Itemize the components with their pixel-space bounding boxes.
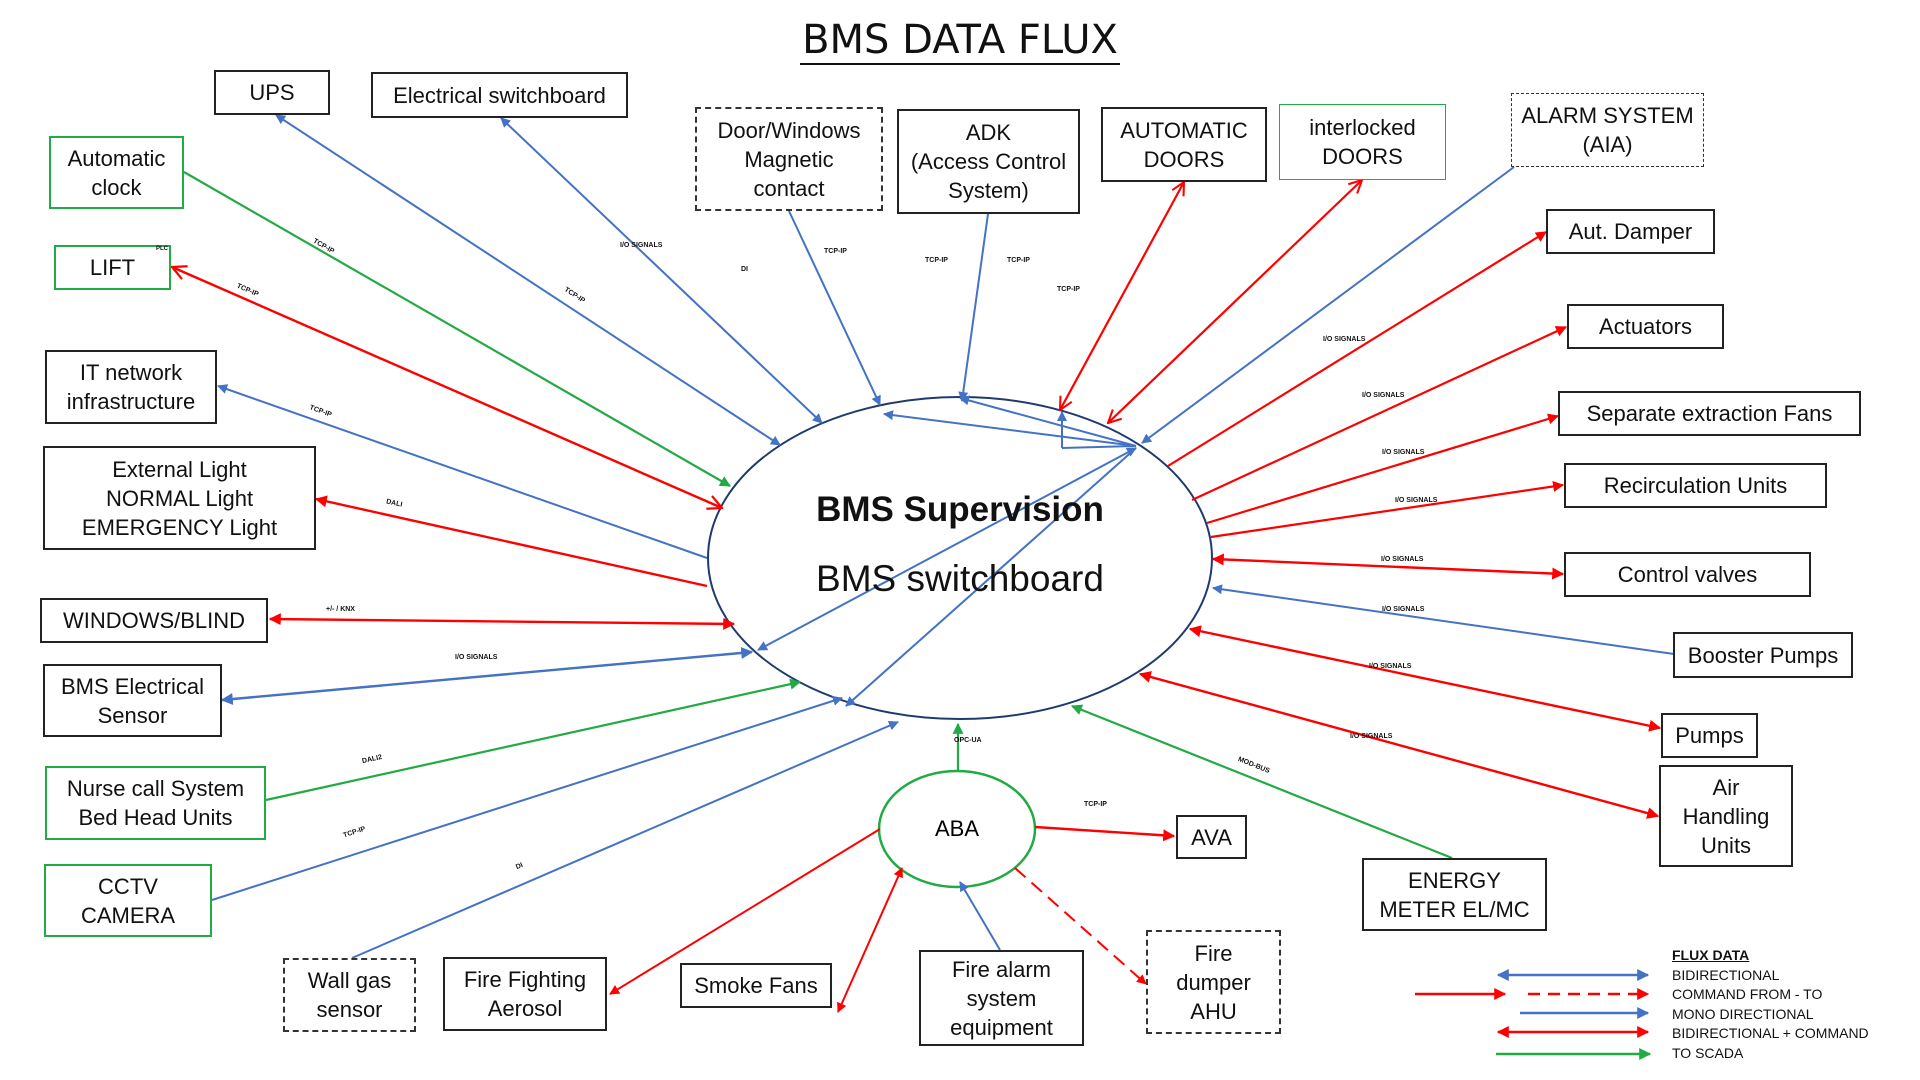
label-adk: TCP-IP (824, 248, 847, 255)
node-it-network: IT network infrastructure (45, 350, 217, 424)
link-automatic-clock (183, 171, 731, 487)
legend: FLUX DATA BIDIRECTIONAL COMMAND FROM - T… (1672, 946, 1869, 1063)
link-inner-1 (883, 410, 1137, 447)
node-recirculation-units: Recirculation Units (1564, 463, 1827, 508)
link-control-valves (1211, 553, 1565, 580)
label-control-valves: I/O SIGNALS (1381, 556, 1424, 563)
legend-item: COMMAND FROM - TO (1672, 986, 1823, 1002)
link-wall-gas (351, 720, 899, 959)
link-door-windows (788, 210, 881, 406)
label-alarm-system: TCP-IP (1057, 286, 1080, 293)
link-adk (958, 213, 989, 402)
node-wall-gas-sensor: Wall gas sensor (283, 958, 416, 1032)
node-fire-alarm: Fire alarm system equipment (919, 950, 1084, 1046)
node-fire-dumper-ahu: Fire dumper AHU (1146, 930, 1281, 1034)
legend-item: BIDIRECTIONAL + COMMAND (1672, 1025, 1869, 1041)
legend-heading: FLUX DATA (1672, 947, 1750, 963)
link-extraction-fans (1206, 413, 1560, 525)
link-windows-blind (268, 613, 736, 630)
node-ava: AVA (1176, 815, 1247, 859)
lift-plc-tag: PLC (156, 246, 168, 252)
node-automatic-doors: AUTOMATIC DOORS (1101, 107, 1267, 182)
node-control-valves: Control valves (1564, 552, 1811, 597)
node-alarm-system: ALARM SYSTEM (AIA) (1511, 93, 1704, 167)
node-cctv: CCTV CAMERA (44, 864, 212, 937)
link-aba-fire-dumper (1014, 867, 1147, 985)
label-extraction-fans: I/O SIGNALS (1382, 449, 1425, 456)
node-windows-blind: WINDOWS/BLIND (40, 598, 268, 643)
node-interlocked-doors: interlocked DOORS (1279, 104, 1446, 180)
page-title: BMS DATA FLUX (800, 17, 1120, 65)
label-actuators: I/O SIGNALS (1362, 392, 1405, 399)
node-lights: External Light NORMAL Light EMERGENCY Li… (43, 446, 316, 550)
link-inner-5 (757, 447, 1137, 651)
link-inner-4 (1061, 445, 1135, 449)
link-ahu (1138, 671, 1660, 819)
link-inner-2 (959, 395, 1137, 447)
label-aut-damper: I/O SIGNALS (1323, 336, 1366, 343)
link-aut-damper (1167, 231, 1547, 467)
link-pumps (1188, 625, 1662, 732)
label-interlocked-doors: TCP-IP (1007, 257, 1030, 264)
label-recirculation: I/O SIGNALS (1395, 497, 1438, 504)
link-actuators (1191, 326, 1567, 501)
label-aba-up: OPC-UA (954, 737, 982, 744)
node-nurse-call: Nurse call System Bed Head Units (45, 766, 266, 840)
label-door-windows: DI (741, 266, 748, 273)
label-electrical-switchboard: I/O SIGNALS (620, 242, 663, 249)
link-booster-pumps (1212, 584, 1675, 655)
label-ava: TCP-IP (1084, 801, 1107, 808)
node-automatic-clock: Automatic clock (49, 136, 184, 209)
link-fire-alarm (959, 881, 1001, 951)
link-recirculation (1210, 481, 1565, 539)
label-booster-pumps: I/O SIGNALS (1382, 606, 1425, 613)
node-ups: UPS (214, 70, 330, 115)
legend-item: TO SCADA (1672, 1044, 1744, 1061)
node-actuators: Actuators (1567, 304, 1724, 349)
link-aba-ava (1034, 825, 1176, 842)
label-pumps: I/O SIGNALS (1369, 663, 1412, 670)
link-lights (314, 495, 708, 588)
node-fire-fighting-aerosol: Fire Fighting Aerosol (443, 957, 607, 1031)
link-alarm-system (1141, 166, 1515, 444)
node-energy-meter: ENERGY METER EL/MC (1362, 858, 1547, 931)
bms-switchboard-label: BMS switchboard (816, 558, 1104, 599)
node-extraction-fans: Separate extraction Fans (1558, 391, 1861, 436)
node-door-windows-contact: Door/Windows Magnetic contact (695, 107, 883, 211)
node-air-handling-units: Air Handling Units (1659, 765, 1793, 867)
link-it-network (217, 384, 708, 559)
link-aba-smoke-fans (837, 867, 903, 1013)
node-bms-electrical-sensor: BMS Electrical Sensor (43, 664, 222, 737)
aba-label: ABA (934, 816, 980, 841)
link-automatic-doors (1060, 182, 1184, 410)
node-aut-damper: Aut. Damper (1546, 209, 1715, 254)
link-bms-sensor (220, 646, 754, 706)
bms-supervision-label: BMS Supervision (816, 490, 1104, 529)
link-energy-meter (1070, 704, 1453, 860)
link-cctv (211, 695, 843, 901)
link-aba-fire-fighting (609, 828, 881, 995)
link-interlocked-doors (1108, 180, 1362, 423)
node-pumps: Pumps (1661, 713, 1758, 758)
label-automatic-doors: TCP-IP (925, 257, 948, 264)
link-inner-6 (845, 447, 1137, 707)
label-ahu: I/O SIGNALS (1350, 733, 1393, 740)
node-smoke-fans: Smoke Fans (680, 963, 832, 1008)
legend-item: BIDIRECTIONAL (1672, 966, 1780, 983)
node-electrical-switchboard: Electrical switchboard (371, 72, 628, 118)
node-adk: ADK (Access Control System) (897, 109, 1080, 214)
label-windows-blind: +/- / KNX (326, 606, 355, 613)
link-nurse-call (265, 678, 802, 802)
link-electrical-switchboard (500, 117, 823, 424)
node-lift: LIFT (54, 245, 171, 290)
node-booster-pumps: Booster Pumps (1673, 632, 1853, 678)
legend-item: MONO DIRECTIONAL (1672, 1005, 1814, 1022)
label-bms-sensor: I/O SIGNALS (455, 654, 498, 661)
